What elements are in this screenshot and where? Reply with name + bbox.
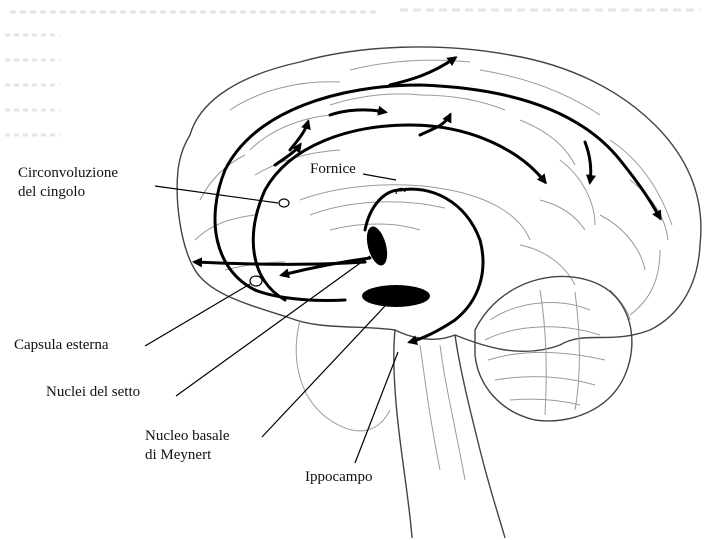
label-septal-nuclei: Nuclei del setto (46, 384, 141, 400)
label-fornix: Fornice (310, 161, 356, 177)
cerebellum (474, 275, 633, 422)
fornix-marker (395, 187, 406, 195)
label-cingulate-gyrus: Circonvoluzione del cingolo (18, 165, 118, 200)
gyri-pattern (194, 59, 673, 321)
leader-meynert (261, 305, 386, 438)
leader-fornix (362, 173, 397, 181)
leader-external-capsule (144, 283, 251, 347)
brainstem-detail (419, 344, 466, 481)
brainstem (393, 329, 506, 539)
leader-hippocampus (354, 351, 399, 464)
brain-outline (176, 46, 702, 352)
label-hippocampus: Ippocampo (305, 469, 373, 485)
label-external-capsule: Capsula esterna (14, 337, 109, 353)
lower-contour (295, 319, 391, 432)
leader-cingulate (154, 185, 279, 204)
limbic-pathways (192, 56, 662, 346)
external-capsule-marker (249, 275, 263, 287)
leader-septal-nuclei (175, 255, 371, 397)
cingulate-section-marker (278, 198, 290, 208)
septal-nuclei-shape (366, 226, 388, 266)
background-texture (5, 8, 700, 137)
meynert-nucleus-shape (362, 285, 430, 307)
leader-lines (144, 173, 399, 464)
label-meynert-nucleus: Nucleo basale di Meynert (145, 428, 230, 463)
